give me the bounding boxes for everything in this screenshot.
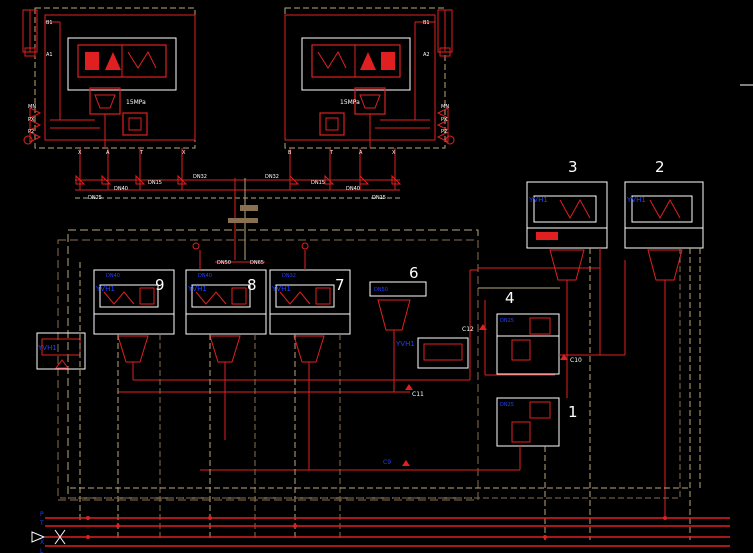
- unit-label: DN32: [282, 273, 296, 279]
- solenoid-labels: YVH1 YVH1 YVH1 YVH1 YVH1 YVH1 YVH1: [37, 196, 646, 352]
- pipe-labels: DN40 DN15 DN32 DN32 DN15 DN40 DN25 DN15 …: [88, 174, 386, 266]
- pressure-label-right: 15MPa: [340, 99, 360, 106]
- port-label-tl-x2: X: [182, 150, 186, 156]
- valve-numbers: 1 2 3 4 6 7 8 9: [155, 158, 665, 421]
- valve-block-8: [185, 269, 267, 380]
- upper-right-assembly: [284, 7, 455, 190]
- pipe-label: DN40: [114, 186, 128, 192]
- bus-lines: [31, 516, 730, 547]
- unit-6: [369, 281, 469, 369]
- port-label-tl-x1: X: [78, 150, 82, 156]
- port-label-right-p2: P2: [441, 129, 447, 135]
- solenoid-label: YVH1: [528, 196, 548, 204]
- port-label-tr-a: A: [359, 150, 363, 156]
- pipe-label: DN32: [193, 174, 207, 180]
- unit-1: [496, 397, 560, 447]
- pipe-label: DN50: [217, 260, 231, 266]
- port-label-tr-t: T: [329, 150, 334, 156]
- pressure-labels: 15MPa 15MPa: [126, 99, 360, 106]
- unit-labels: DN40 DN40 DN32 DN50 DN25 DN25: [106, 273, 514, 408]
- cylinder-icon: [22, 9, 38, 57]
- valve-block-7: [269, 269, 351, 380]
- bus-label-p: P: [40, 511, 44, 518]
- bus-label-t: T: [39, 520, 44, 527]
- test-point-c11: C11: [412, 391, 424, 398]
- upper-manifold: [75, 174, 402, 260]
- unit-label: DN40: [106, 273, 120, 279]
- pipe-label: DN15: [148, 180, 162, 186]
- solenoid-label: YVH1: [626, 196, 646, 204]
- port-label-tr-b: B: [288, 150, 292, 156]
- port-label-a1: A1: [46, 52, 53, 58]
- solenoid-label: YVH1: [187, 285, 207, 293]
- actuator-icon: [436, 107, 455, 145]
- port-label-b1-left: B1: [46, 20, 53, 26]
- internal-piping: [60, 242, 701, 540]
- port-label-b1-right: B1: [423, 20, 430, 26]
- port-label-left-mn: MN: [28, 104, 36, 110]
- valve-number-2: 2: [655, 158, 665, 176]
- solenoid-label: YVH1: [271, 285, 291, 293]
- port-label-a2: A2: [423, 52, 430, 58]
- test-point-c9: C9: [383, 459, 391, 466]
- unit-label: DN50: [374, 287, 388, 293]
- valve-number-9: 9: [155, 276, 165, 294]
- port-label-right-mn: MN: [441, 104, 449, 110]
- unit-4: [496, 313, 560, 375]
- upper-left-assembly: [22, 7, 196, 190]
- pressure-label-left: 15MPa: [126, 99, 146, 106]
- unit-2: [624, 181, 704, 520]
- valve-number-8: 8: [247, 276, 257, 294]
- cylinder-icon: [437, 9, 453, 57]
- valve-number-7: 7: [335, 276, 345, 294]
- unit-label: DN40: [198, 273, 212, 279]
- valve-number-6: 6: [409, 264, 419, 282]
- left-side-valve: [36, 332, 86, 370]
- valve-block-9: [93, 269, 175, 380]
- actuator-icon: [23, 107, 42, 145]
- port-label-right-px: PX: [441, 117, 448, 123]
- valve-number-4: 4: [505, 289, 515, 307]
- valve-number-1: 1: [568, 403, 578, 421]
- port-labels: B1 A1 B1 A2 MN PX P2 MN PX P2 X A T X B …: [28, 20, 449, 156]
- port-label-left-p2: P2: [28, 129, 34, 135]
- unit-label: DN25: [500, 318, 514, 324]
- bus-labels: P T X L: [39, 511, 44, 553]
- port-label-left-px: PX: [28, 117, 35, 123]
- pipe-label: DN15: [311, 180, 325, 186]
- pipe-label: DN40: [346, 186, 360, 192]
- test-point-c10: C10: [570, 357, 582, 364]
- pipe-label: DN15: [372, 195, 386, 201]
- solenoid-label: YVH1: [95, 285, 115, 293]
- port-label-tl-a: A: [106, 150, 110, 156]
- bus-label-l: L: [40, 548, 44, 553]
- port-label-tl-t: T: [139, 150, 144, 156]
- unit-label: DN25: [500, 402, 514, 408]
- pipe-label: DN65: [250, 260, 264, 266]
- solenoid-label: YVH1: [37, 344, 57, 352]
- bus-label-x: X: [40, 539, 44, 546]
- unit-3: [526, 181, 608, 295]
- test-point-c12: C12: [462, 326, 474, 333]
- pipe-label: DN25: [88, 195, 102, 201]
- valve-number-3: 3: [568, 158, 578, 176]
- pipe-label: DN32: [265, 174, 279, 180]
- solenoid-label: YVH1: [395, 340, 415, 348]
- test-point-labels: C12 C10 C11 C9: [383, 326, 582, 466]
- port-label-tr-x: X: [392, 150, 396, 156]
